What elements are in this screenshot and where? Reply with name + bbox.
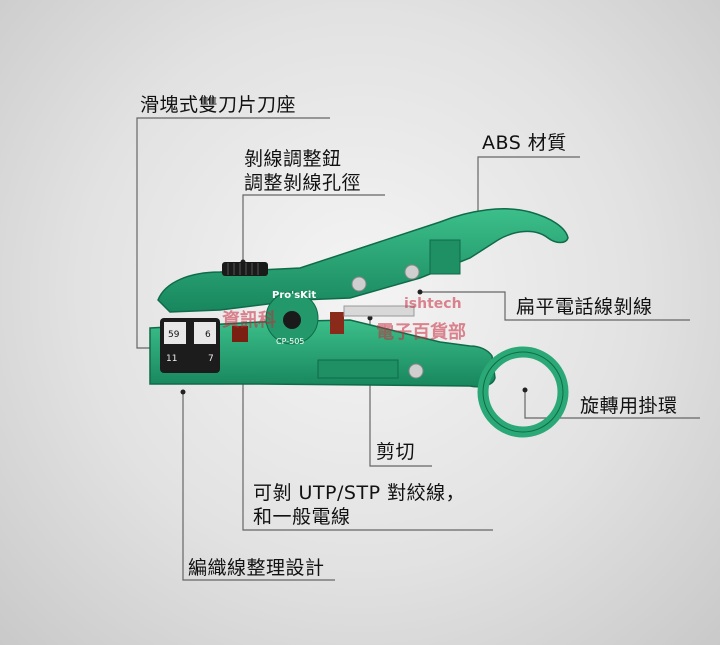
- leader-utp: [242, 336, 493, 531]
- adjustment-knob: [222, 262, 268, 276]
- screw-bottom: [408, 363, 424, 379]
- watermark-left: 資訊科: [222, 310, 276, 331]
- label-cut: 剪切: [376, 441, 416, 463]
- label-utp-1: 可剝 UTP/STP 對絞線，: [253, 482, 466, 504]
- label-braid: 編織線整理設計: [188, 557, 325, 579]
- dot-ring: [522, 387, 528, 393]
- brand-text: Pro'sKit: [272, 290, 316, 301]
- label-ring: 旋轉用掛環: [580, 395, 678, 417]
- label-knob-2: 調整剝線孔徑: [244, 172, 362, 194]
- flat-cable-notch: [429, 239, 461, 275]
- label-abs: ABS 材質: [482, 132, 567, 154]
- watermark-right-bottom: 電子百貨部: [376, 322, 466, 343]
- scale-7: 7: [208, 354, 214, 364]
- ring-edge: [482, 351, 564, 433]
- leader-slider-blade: [136, 117, 330, 349]
- scale-plate-right: [194, 322, 216, 344]
- label-knob-1: 剝線調整鈕: [244, 148, 342, 170]
- upper-handle: [157, 208, 569, 313]
- dot-flat: [417, 289, 423, 295]
- label-utp-2: 和一般電線: [253, 506, 351, 528]
- spring: [330, 312, 344, 334]
- label-flat: 扁平電話線剝線: [516, 296, 653, 318]
- scale-59: 59: [168, 330, 180, 340]
- screw-right: [404, 264, 420, 280]
- dot-cut: [367, 315, 373, 321]
- dot-braid: [180, 389, 186, 395]
- leader-abs: [477, 156, 580, 232]
- screw-top: [351, 276, 367, 292]
- scale-6: 6: [205, 330, 211, 340]
- pivot-screw: [283, 311, 301, 329]
- leader-knob: [242, 194, 385, 262]
- knob-ridges: [227, 263, 259, 275]
- scale-plate-left: [164, 322, 186, 344]
- leader-ring: [524, 390, 700, 419]
- model-text: CP-505: [276, 337, 304, 346]
- label-slider-blade: 滑塊式雙刀片刀座: [140, 94, 297, 116]
- leader-flat: [420, 291, 690, 321]
- scale-11: 11: [166, 354, 177, 364]
- lower-label-plate: [317, 359, 399, 379]
- utp-slot: [232, 326, 248, 342]
- cutting-blade: [343, 305, 415, 317]
- watermark-right-top: ishtech: [404, 296, 462, 312]
- leader-braid: [182, 392, 335, 581]
